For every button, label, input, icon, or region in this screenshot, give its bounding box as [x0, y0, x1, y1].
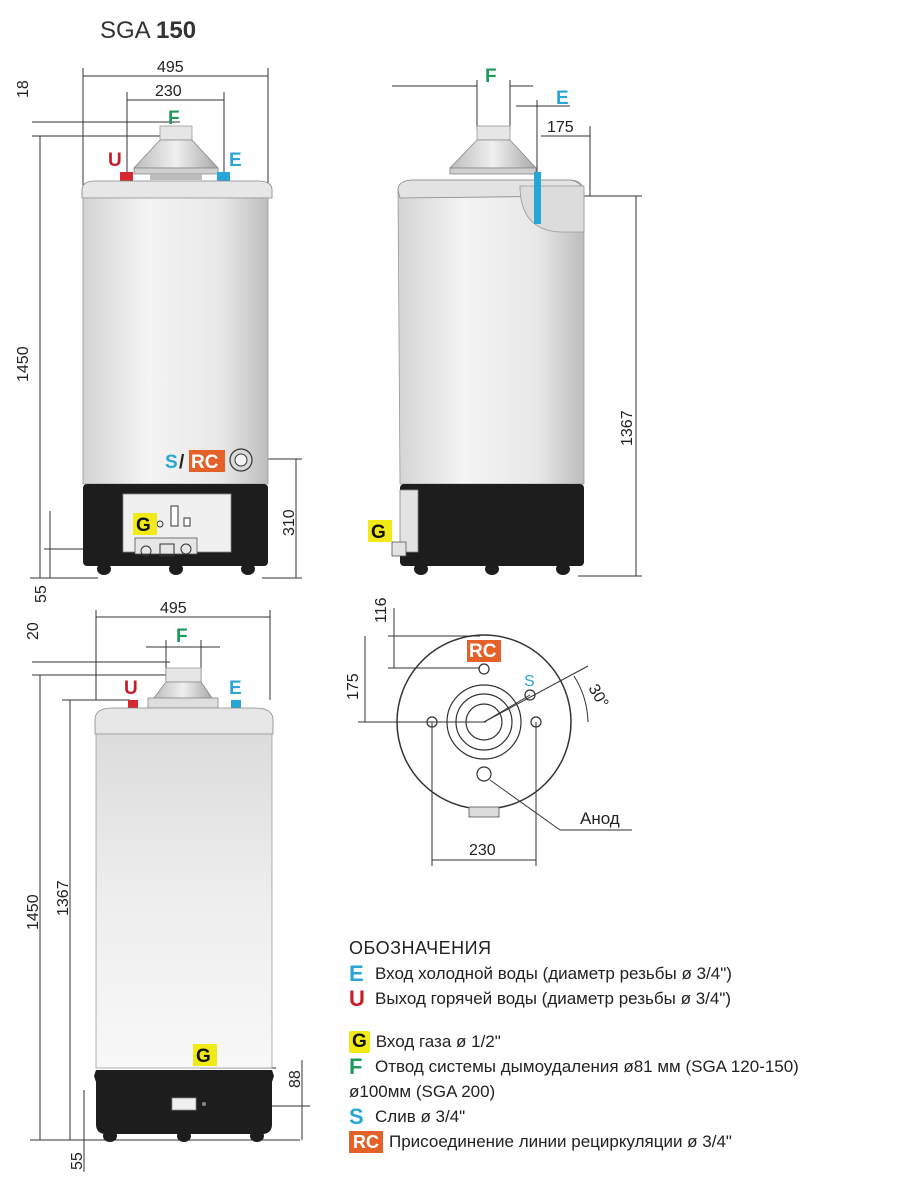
top-tank-outline: [396, 634, 572, 818]
rear-label-F: F: [176, 626, 188, 647]
side-label-E: E: [556, 88, 569, 109]
side-label-F: F: [485, 66, 497, 87]
side-flue-hood: [449, 125, 537, 175]
side-height-dim: 1367: [619, 410, 636, 446]
top-label-RC: RC: [469, 641, 497, 662]
legend-key-F: F: [349, 1054, 363, 1079]
legend-key-E: E: [349, 961, 364, 986]
rear-gas-height-dim: 88: [287, 1070, 304, 1088]
top-angle-dim: 30°: [585, 682, 612, 711]
rear-label-U: U: [124, 678, 138, 699]
legend-key-RC: RC: [349, 1131, 383, 1153]
rear-label-G: G: [196, 1046, 211, 1067]
rear-g-badge: [193, 1044, 217, 1066]
legend-key-G: G: [349, 1031, 370, 1053]
top-view: 116 175 230 30° RC: [345, 597, 632, 866]
legend-desc-E: Вход холодной воды (диаметр резьбы ø 3/4…: [375, 964, 732, 983]
rear-hot-outlet-connector: [128, 700, 138, 710]
side-tank-body: [391, 172, 585, 575]
top-offset-dim: 175: [345, 673, 362, 700]
legend-item-S: S Слив ø 3/4": [349, 1106, 909, 1128]
legend-desc-U: Выход горячей воды (диаметр резьбы ø 3/4…: [375, 989, 732, 1008]
front-label-slash: /: [179, 452, 185, 473]
legend-key-U: U: [349, 986, 365, 1011]
rear-top-offset-dim: 20: [25, 622, 42, 640]
top-rc-badge: [467, 640, 501, 662]
front-view: 495 230 18 1450 310 55: [15, 59, 302, 603]
side-g-badge: [368, 520, 392, 542]
front-flue-hood: [133, 125, 219, 180]
front-label-E: E: [229, 150, 242, 171]
svg-text:SGA 150: SGA 150: [100, 17, 196, 44]
model-title: SGA 150: [100, 17, 196, 44]
front-label-U: U: [108, 150, 122, 171]
legend-desc-F-line2: ø100мм (SGA 200): [349, 1082, 496, 1101]
legend-item-RC: RC Присоединение линии рециркуляции ø 3/…: [349, 1131, 909, 1153]
front-top-offset-dim: 18: [15, 80, 32, 98]
legend-desc-F: Отвод системы дымоудаления ø81 мм (SGA 1…: [375, 1057, 799, 1076]
top-dimensions: 116 175 230 30°: [345, 597, 632, 866]
side-e-offset-dim: 175: [547, 119, 574, 136]
front-tank-body: [81, 180, 273, 575]
rear-label-E: E: [229, 678, 242, 699]
rear-foot-height-dim: 55: [69, 1152, 86, 1170]
rear-cold-inlet-connector: [231, 700, 241, 710]
top-label-anode: Анод: [580, 809, 620, 828]
front-rc-height-dim: 310: [281, 509, 298, 536]
rear-view: 495 20 1450 1367 88 55: [25, 600, 310, 1172]
front-label-S: S: [165, 452, 178, 473]
front-height-dim: 1450: [15, 346, 32, 382]
legend-desc-S: Слив ø 3/4": [375, 1107, 466, 1126]
top-label-S: S: [524, 673, 535, 690]
rear-width-dim: 495: [160, 600, 187, 617]
legend-item-F-cont: ø100мм (SGA 200): [349, 1081, 909, 1103]
legend-title: ОБОЗНАЧЕНИЯ: [349, 938, 492, 958]
front-g-badge: [133, 513, 157, 535]
legend-item-E: E Вход холодной воды (диаметр резьбы ø 3…: [349, 963, 909, 985]
legend-item-U: U Выход горячей воды (диаметр резьбы ø 3…: [349, 988, 909, 1010]
legend-desc-RC: Присоединение линии рециркуляции ø 3/4": [389, 1132, 732, 1151]
front-rc-badge: [189, 450, 225, 472]
legend-key-S: S: [349, 1104, 364, 1129]
front-cold-inlet-connector: [217, 172, 230, 183]
legend-desc-G: Вход газа ø 1/2": [375, 1032, 501, 1051]
side-view: 175 1367 F E G: [368, 66, 642, 577]
front-hot-outlet-connector: [120, 172, 133, 183]
front-gas-height-dim: 55: [33, 585, 50, 603]
legend-item-F: F Отвод системы дымоудаления ø81 мм (SGA…: [349, 1056, 909, 1078]
rear-flue-hood: [147, 667, 219, 709]
front-label-RC: RC: [191, 452, 219, 473]
title-prefix: SGA: [100, 17, 156, 44]
side-dimensions: 175 1367: [392, 80, 642, 577]
side-label-G: G: [371, 522, 386, 543]
rear-total-height-dim: 1450: [25, 894, 42, 930]
top-width-dim: 230: [469, 842, 496, 859]
legend-item-G: G Вход газа ø 1/2": [349, 1031, 909, 1053]
front-label-G: G: [136, 515, 151, 536]
legend: ОБОЗНАЧЕНИЯ E Вход холодной воды (диамет…: [349, 938, 909, 1156]
front-label-F: F: [168, 108, 180, 129]
title-model: 150: [156, 17, 196, 44]
top-rc-radius-dim: 116: [373, 597, 390, 623]
front-inlet-spacing-dim: 230: [155, 83, 182, 100]
rear-inner-height-dim: 1367: [55, 880, 72, 916]
rear-tank-body: [94, 707, 274, 1142]
front-width-dim: 495: [157, 59, 184, 76]
